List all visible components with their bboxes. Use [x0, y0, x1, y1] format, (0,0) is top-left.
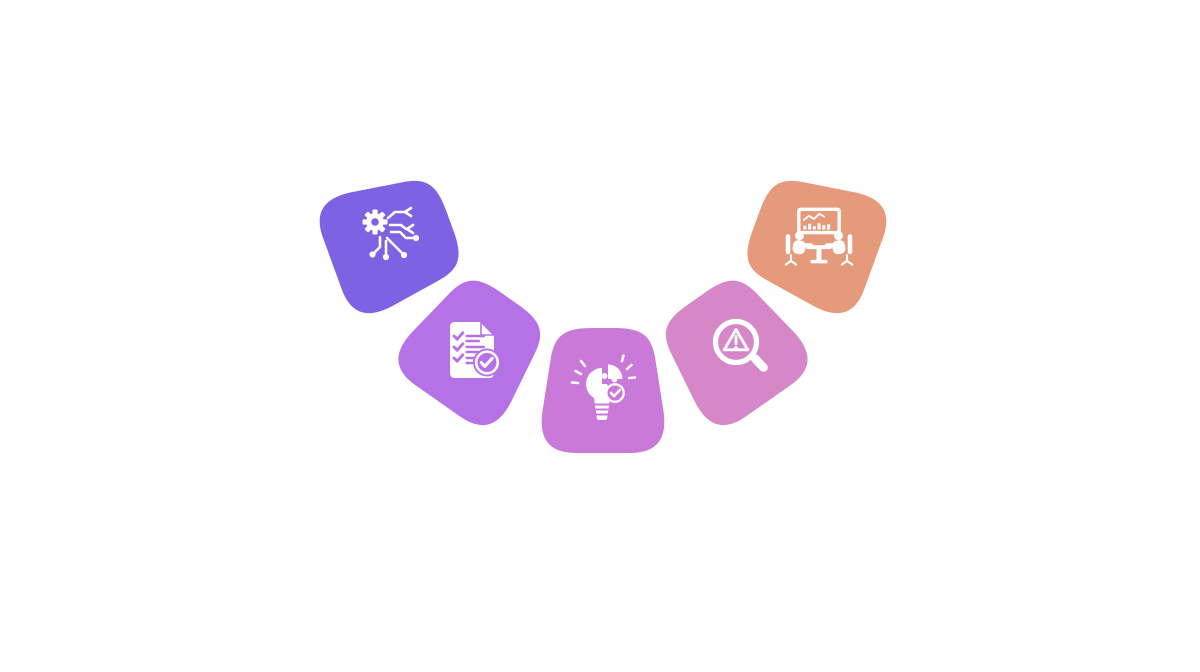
magnifier-lens [712, 318, 760, 366]
meeting-table [806, 245, 832, 264]
chair-left [784, 234, 798, 266]
petal-idea-solution [541, 328, 665, 453]
puzzle-lightbulb-icon [570, 354, 637, 420]
person-left [792, 231, 813, 255]
puzzle-piece-tab [611, 376, 618, 383]
gear-circuit-icon [362, 206, 420, 261]
person-right [825, 231, 846, 255]
check-rows [452, 331, 485, 365]
petal-team-meeting [747, 180, 887, 313]
circuit-nodes [369, 234, 420, 261]
chart-trend-line [802, 212, 826, 221]
gear-icon [362, 209, 388, 235]
neck-threads [593, 403, 611, 416]
check-badge [605, 383, 625, 403]
chart-bars [803, 223, 831, 230]
petal-task-checklist [398, 280, 541, 426]
puzzle-tab [601, 373, 608, 379]
petal-shape-risk-detection [665, 280, 808, 426]
exclamation-dot [734, 346, 738, 350]
circuit-traces [373, 206, 415, 255]
warning-triangle [722, 328, 750, 352]
meeting-presentation-icon [784, 207, 854, 266]
sparkles [570, 354, 637, 385]
presentation-board [797, 207, 841, 235]
checklist-document-icon [450, 321, 501, 378]
chair-right [840, 234, 854, 266]
folded-corner [480, 321, 495, 336]
check-badge [473, 348, 501, 377]
magnifier-handle [750, 354, 768, 372]
petal-ai-automation [319, 180, 459, 313]
puzzle-piece [608, 364, 623, 379]
petal-risk-detection [665, 280, 808, 426]
magnifier-warning-icon [712, 318, 768, 372]
petal-shape-ai-automation [319, 180, 459, 313]
